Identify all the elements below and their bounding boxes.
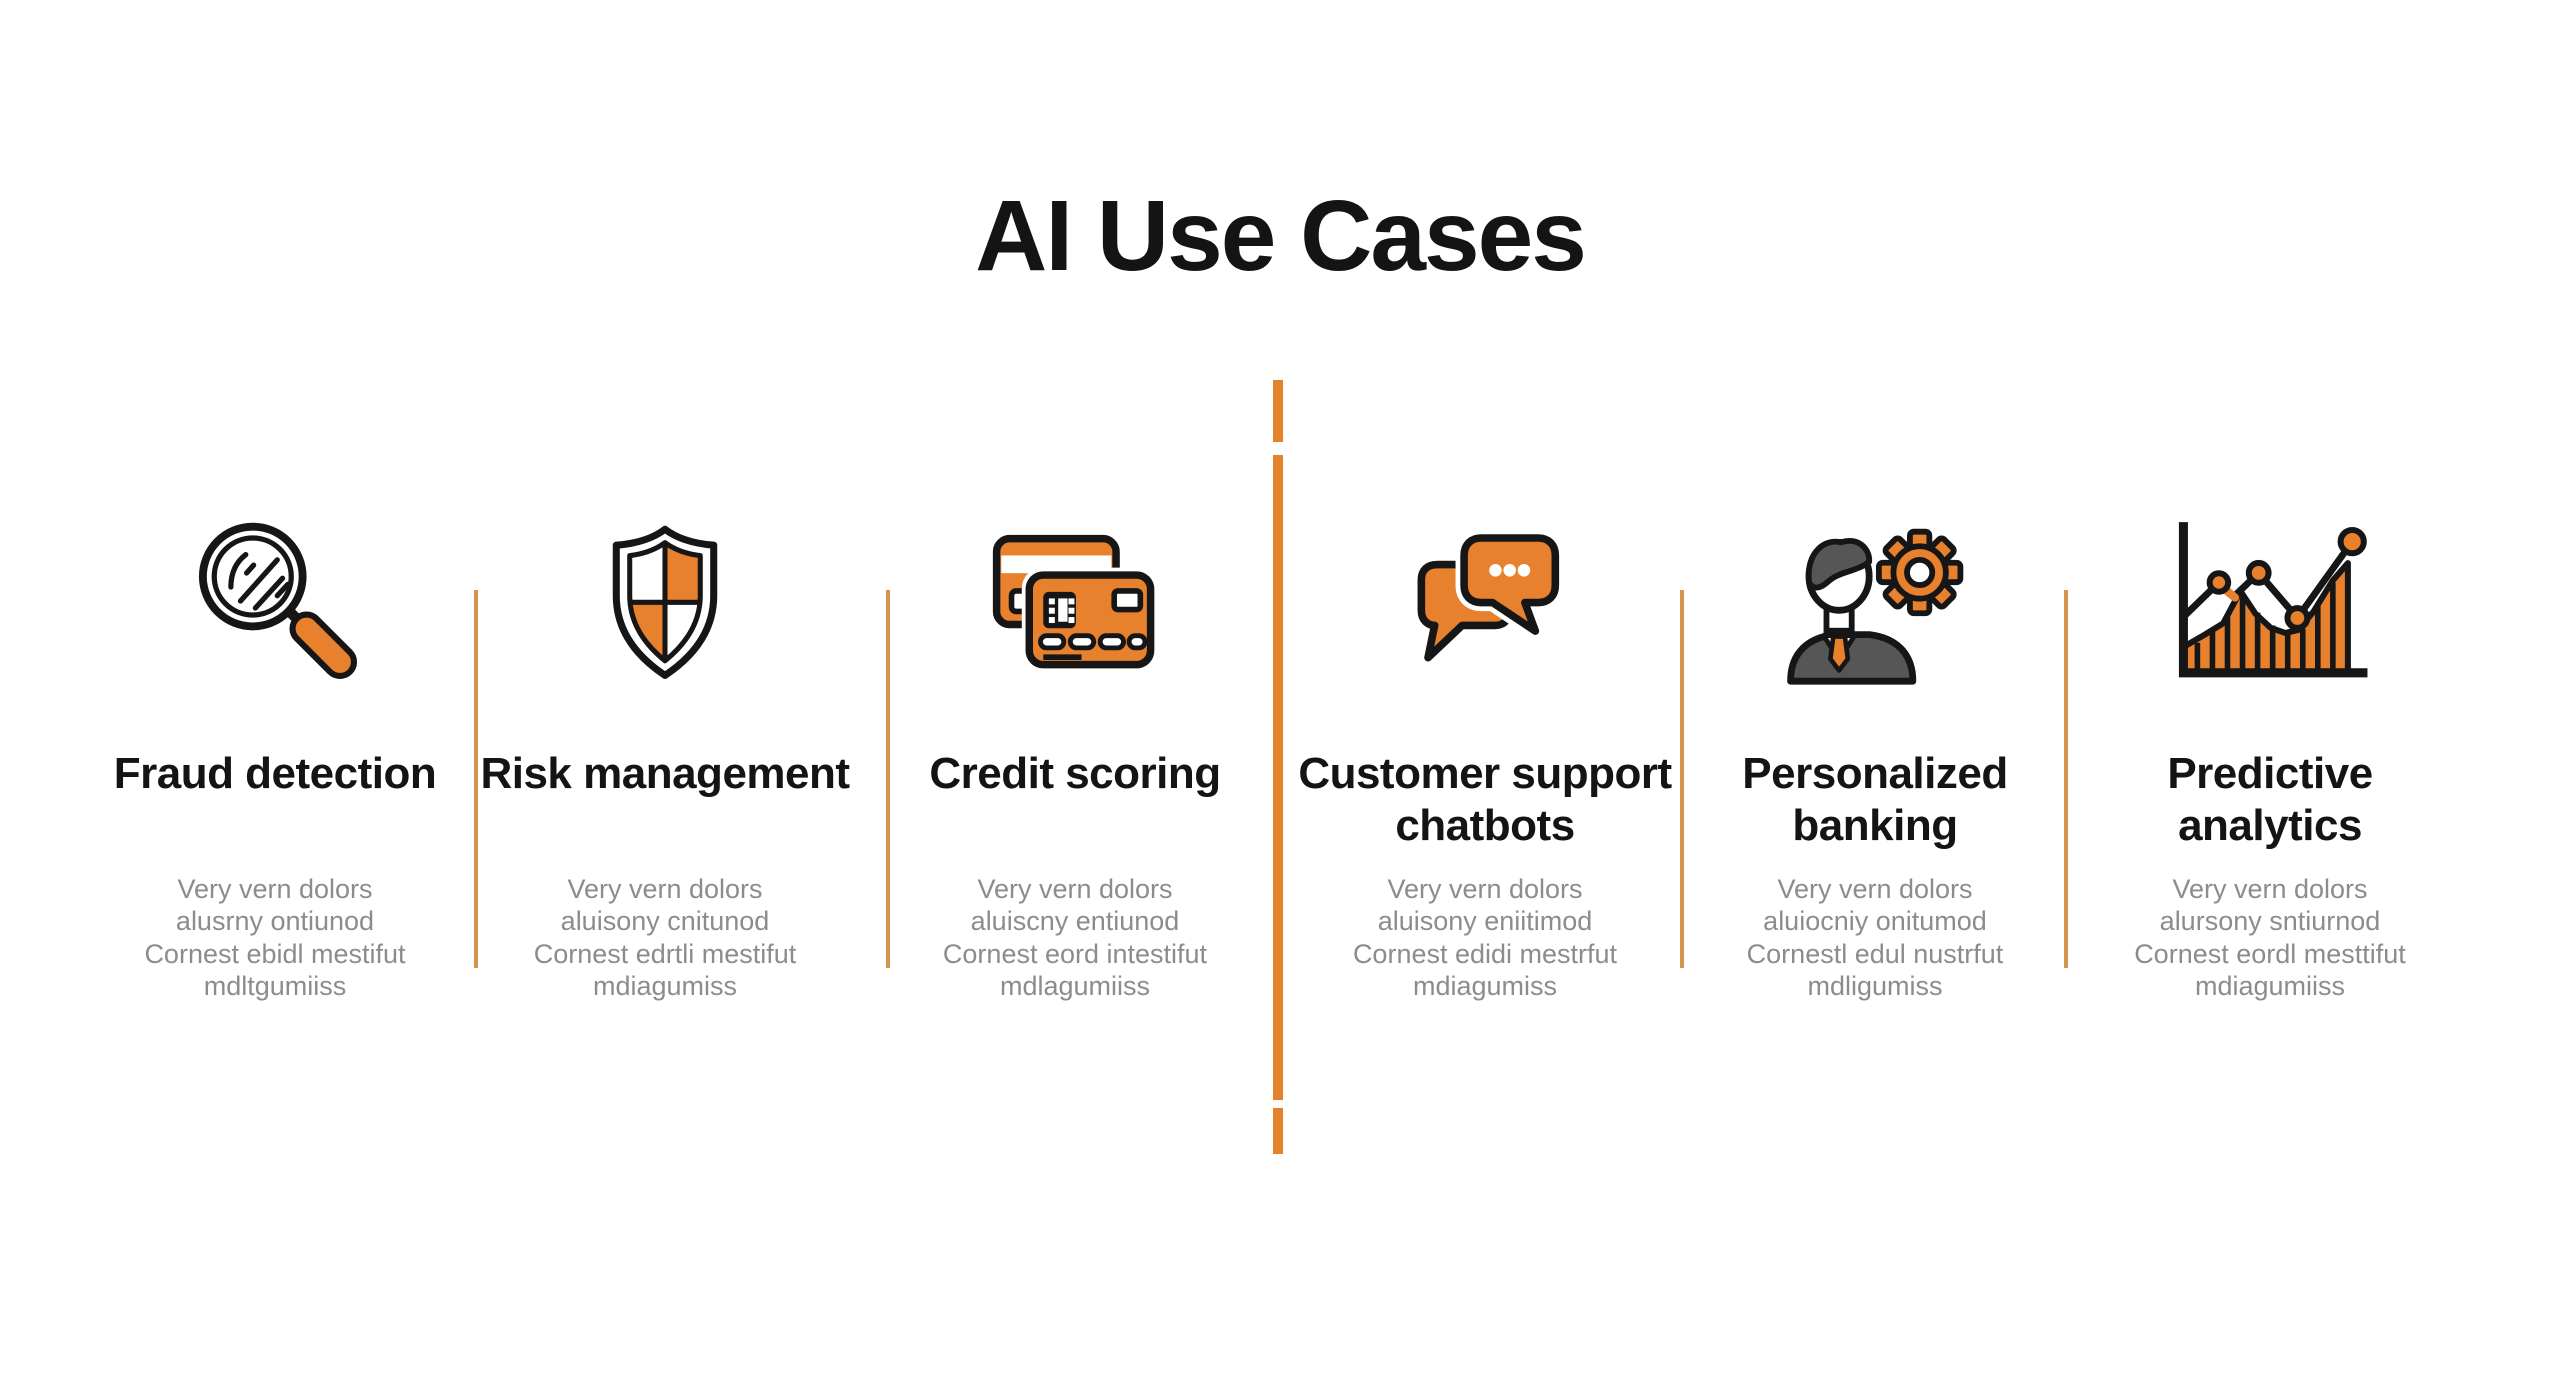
- use-case-description: Very vern dolors aluiocniy onitumod Corn…: [1746, 874, 2004, 1002]
- use-case-column-customer-support-chatbots: Customer support chatbots Very vern dolo…: [1285, 515, 1685, 1015]
- magnifier-icon: [198, 522, 357, 679]
- chat-bubbles-icon: [1417, 528, 1564, 661]
- use-case-description: Very vern dolors alursony sntiurnod Corn…: [2134, 874, 2406, 1002]
- icon-box: [1675, 515, 2075, 693]
- icon-box: [2070, 515, 2470, 693]
- use-case-description: Very vern dolors aluiscny entiunod Corne…: [942, 874, 1208, 1002]
- page-title: AI Use Cases: [975, 180, 1587, 292]
- use-case-description: Very vern dolors aluisony cnitunod Corne…: [533, 874, 797, 1002]
- credit-cards-icon: [992, 534, 1159, 673]
- use-case-title: Fraud detection: [113, 749, 437, 798]
- person-gear-icon: [1787, 528, 1964, 685]
- use-case-title: Predictive analytics: [2167, 749, 2373, 850]
- column-divider: [2064, 590, 2068, 968]
- shield-icon: [612, 525, 718, 679]
- use-case-description: Very vern dolors aluisony eniitimod Corn…: [1352, 874, 1618, 1002]
- use-case-column-predictive-analytics: Predictive analytics Very vern dolors al…: [2070, 515, 2470, 1015]
- use-case-title: Risk management: [480, 749, 850, 798]
- center-divider-dash-top: [1273, 380, 1283, 442]
- column-divider: [1680, 590, 1684, 968]
- use-case-column-personalized-banking: Personalized banking Very vern dolors al…: [1675, 515, 2075, 1015]
- icon-box: [75, 515, 475, 693]
- icon-box: [1285, 515, 1685, 693]
- use-case-description: Very vern dolors alusrny ontiunod Cornes…: [144, 874, 406, 1002]
- column-divider: [886, 590, 890, 968]
- use-case-column-fraud-detection: Fraud detection Very vern dolors alusrny…: [75, 515, 475, 1015]
- use-case-column-credit-scoring: Credit scoring Very vern dolors aluiscny…: [875, 515, 1275, 1015]
- chart-line-icon: [2178, 522, 2367, 678]
- center-divider-dash-bottom: [1273, 1108, 1283, 1154]
- icon-box: [875, 515, 1275, 693]
- use-case-column-risk-management: Risk management Very vern dolors aluison…: [465, 515, 865, 1015]
- use-case-title: Customer support chatbots: [1298, 749, 1672, 850]
- use-case-title: Personalized banking: [1742, 749, 2008, 850]
- column-divider: [474, 590, 478, 968]
- center-divider-main: [1273, 455, 1283, 1100]
- icon-box: [465, 515, 865, 693]
- use-case-title: Credit scoring: [929, 749, 1221, 798]
